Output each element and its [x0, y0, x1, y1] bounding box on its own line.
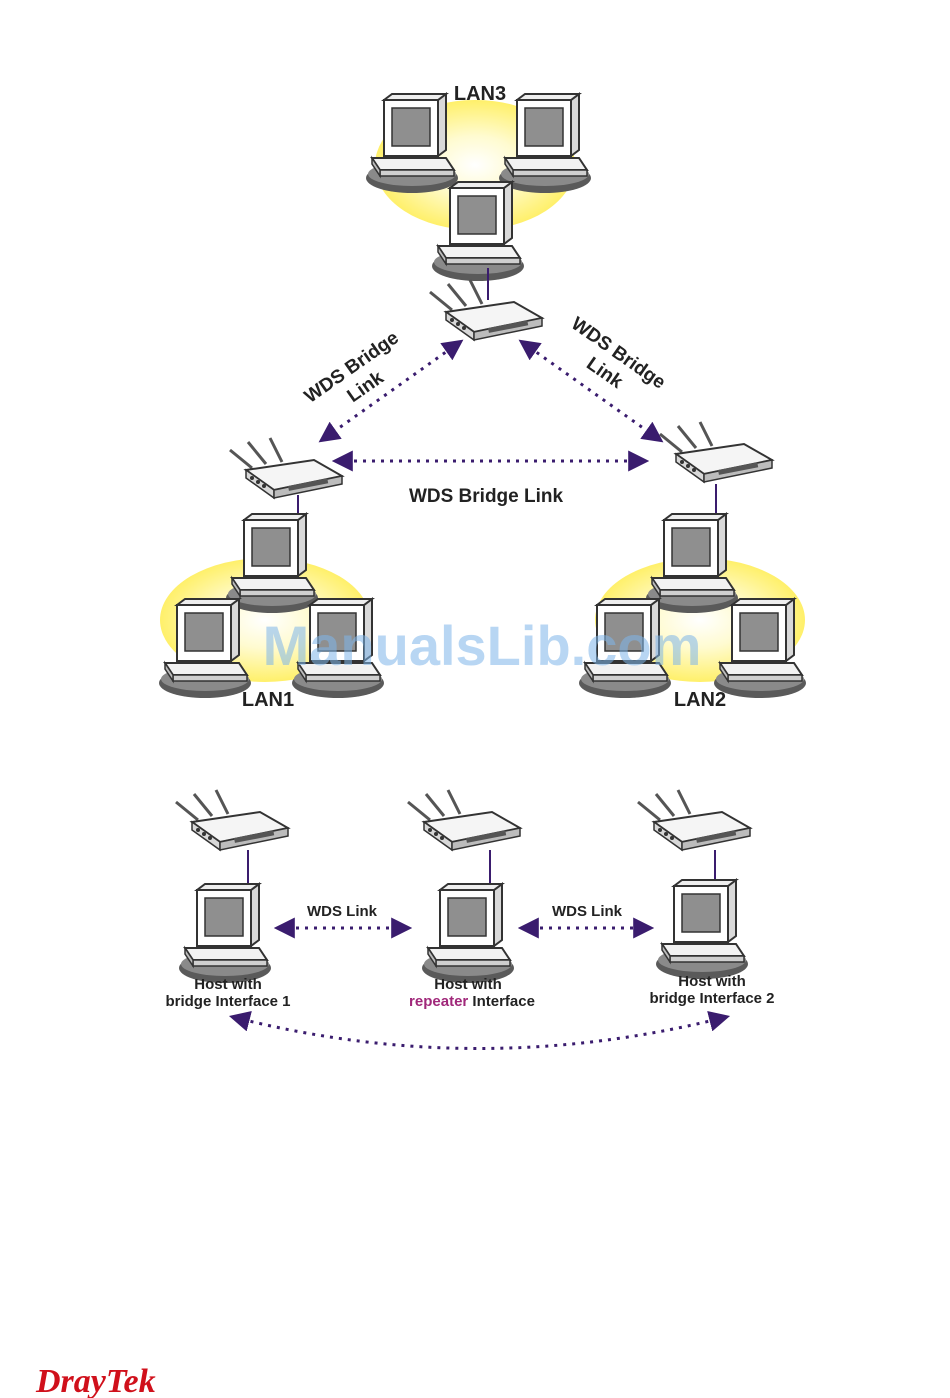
lan1-label: LAN1 [242, 689, 294, 711]
left-link-label: WDS Bridge Link [301, 327, 417, 427]
right-link-label: WDS Bridge Link [553, 313, 669, 413]
host3-label-line2: bridge Interface 2 [649, 990, 774, 1007]
host3-computer-icon [656, 880, 748, 979]
lan2-access-point-icon [660, 422, 772, 482]
lan3-access-point-icon [430, 280, 542, 340]
wds-link-right-label: WDS Link [552, 903, 623, 920]
host2-computer-icon [422, 884, 514, 983]
host1-computer-icon [179, 884, 271, 983]
host1-label-line1: Host with [194, 976, 262, 993]
lan1-access-point-icon [230, 438, 342, 498]
wds-link-left-label: WDS Link [307, 903, 378, 920]
repeater-keyword: repeater [409, 993, 468, 1010]
bridge1-access-point-icon [176, 790, 288, 850]
host1-label-line2: bridge Interface 1 [165, 993, 290, 1010]
lan2-label: LAN2 [674, 689, 726, 711]
lan3-computer-icon [366, 94, 458, 193]
host2-label-line1: Host with [434, 976, 502, 993]
bridge2-access-point-icon [638, 790, 750, 850]
draytek-logo: DrayTek [35, 1363, 156, 1398]
bridge-to-bridge-link [233, 1017, 726, 1049]
logo-dray: Dray [35, 1363, 107, 1398]
watermark: ManualsLib.com [263, 614, 702, 677]
lan3-label: LAN3 [454, 83, 506, 105]
host2-label-line2: repeater Interface [409, 993, 535, 1010]
interface-word: Interface [468, 993, 535, 1010]
logo-tek: Tek [106, 1363, 156, 1398]
middle-link-label: WDS Bridge Link [409, 486, 564, 507]
host3-label-line1: Host with [678, 973, 746, 990]
wds-bridge-link-left [322, 342, 460, 440]
repeater-access-point-icon [408, 790, 520, 850]
